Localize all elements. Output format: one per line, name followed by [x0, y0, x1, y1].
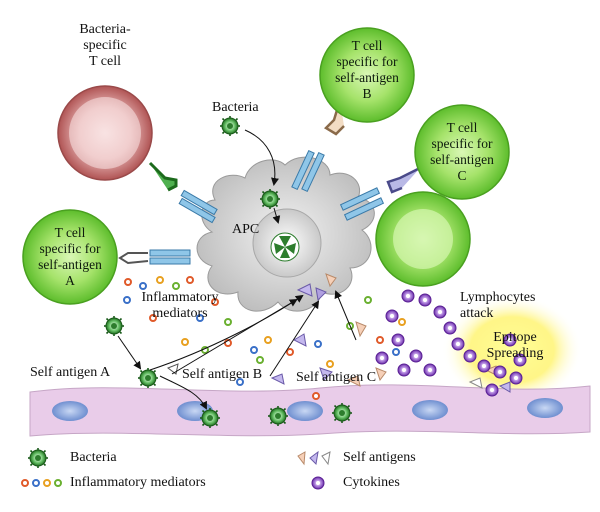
apc-cell: [196, 156, 375, 312]
bacteria-icon: [331, 402, 353, 424]
label-inflammatory-mediators: Inflammatory mediators: [141, 290, 219, 321]
t-cell-self-antigen-a: [22, 209, 118, 305]
t-cell-self-antigen-b: [319, 27, 415, 123]
inflammatory-mediators-dots: [123, 276, 406, 400]
label-self-antigen-c: Self antigen C: [296, 370, 377, 385]
legend-self-antigens-icon: [297, 450, 331, 466]
legend-inflammatory-mediators-label: Inflammatory mediators: [70, 475, 206, 490]
label-lymphocytes-attack: Lymphocytes attack: [460, 290, 536, 321]
legend-bacteria-icon: [27, 447, 49, 469]
legend-cytokine-icon: [311, 476, 325, 490]
bacteria-icon: [103, 315, 125, 337]
legend-self-antigens-label: Self antigens: [343, 450, 416, 465]
bacteria-icon: [259, 188, 281, 210]
receptor-c: [339, 166, 421, 221]
legend-cytokines-label: Cytokines: [343, 475, 400, 490]
label-epitope-spreading: Epitope Spreading: [486, 330, 544, 361]
receptor-bacteria: [148, 161, 218, 224]
label-self-antigen-a: Self antigen A: [30, 365, 111, 380]
bacteria-icon: [219, 115, 241, 137]
label-bacteria-specific-t-cell: Bacteria- specific T cell: [79, 22, 131, 69]
legend-inflammatory-icon: [21, 479, 62, 487]
legend-bacteria-label: Bacteria: [70, 450, 117, 465]
label-t-cell-b: T cell specific for self-antigen B: [335, 38, 399, 101]
bacteria-icon: [137, 367, 159, 389]
epitope-glow: [442, 295, 582, 405]
tissue-cells: [52, 398, 563, 421]
label-t-cell-c: T cell specific for self-antigen C: [430, 120, 494, 183]
bacteria-icon: [267, 405, 289, 427]
t-cell-self-antigen-c: [414, 104, 510, 200]
label-apc: APC: [232, 222, 260, 237]
digested-bacteria-icon: [274, 236, 296, 258]
label-self-antigen-b: Self antigen B: [182, 367, 263, 382]
label-t-cell-a: T cell specific for self-antigen A: [38, 225, 102, 288]
bacteria-icon: [199, 407, 221, 429]
receptor-a: [118, 249, 191, 265]
arrows: [117, 129, 357, 410]
tissue-layer: [29, 384, 591, 437]
label-bacteria: Bacteria: [212, 100, 259, 115]
